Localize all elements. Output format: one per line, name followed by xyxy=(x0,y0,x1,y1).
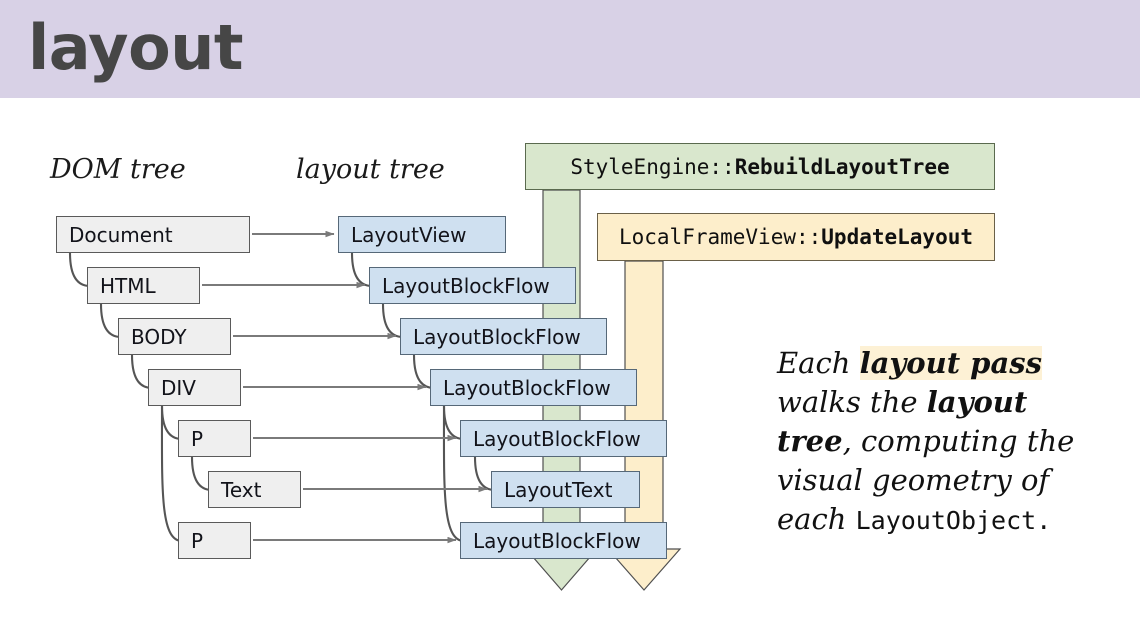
layout-node-label: LayoutBlockFlow xyxy=(473,426,641,451)
dom-node-p-2[interactable]: P xyxy=(178,522,251,559)
dom-node-label: BODY xyxy=(131,324,187,349)
layout-node-label: LayoutView xyxy=(351,222,467,247)
header-band xyxy=(0,0,1140,98)
prose-part-2: walks the xyxy=(777,385,927,419)
dom-node-label: P xyxy=(191,528,204,553)
layout-node-label: LayoutBlockFlow xyxy=(382,273,550,298)
callout-prefix: StyleEngine:: xyxy=(570,154,735,179)
dom-node-html[interactable]: HTML xyxy=(87,267,200,304)
layout-node-blockflow-4[interactable]: LayoutBlockFlow xyxy=(460,420,667,457)
dom-node-label: Text xyxy=(221,477,262,502)
prose-mono-layoutobject: LayoutObject. xyxy=(855,506,1052,535)
dom-node-text[interactable]: Text xyxy=(208,471,301,508)
layout-node-blockflow-1[interactable]: LayoutBlockFlow xyxy=(369,267,576,304)
page-title: layout xyxy=(28,11,243,84)
layout-node-layouttext[interactable]: LayoutText xyxy=(491,471,640,508)
dom-node-label: HTML xyxy=(100,273,156,298)
layout-node-blockflow-5[interactable]: LayoutBlockFlow xyxy=(460,522,667,559)
prose-highlight-layout-pass: layout pass xyxy=(859,346,1042,380)
dom-node-div[interactable]: DIV xyxy=(148,369,241,406)
prose-strong-layout-tree: layout tree xyxy=(777,385,1028,458)
layout-tree-label: layout tree xyxy=(296,154,445,185)
layout-node-label: LayoutBlockFlow xyxy=(413,324,581,349)
dom-node-p-1[interactable]: P xyxy=(178,420,251,457)
callout-method: RebuildLayoutTree xyxy=(734,154,950,179)
callout-method: UpdateLayout xyxy=(821,225,973,249)
layout-node-blockflow-2[interactable]: LayoutBlockFlow xyxy=(400,318,607,355)
dom-node-label: P xyxy=(191,426,204,451)
callout-update-layout[interactable]: LocalFrameView::UpdateLayout xyxy=(597,213,995,261)
diagram-canvas: DOM tree layout tree Document HTML BODY … xyxy=(0,98,1140,632)
dom-node-label: Document xyxy=(69,222,173,247)
prose-part-3: , computing the visual geometry of each xyxy=(777,424,1075,536)
description-text: Each layout pass walks the layout tree, … xyxy=(777,344,1107,540)
layout-node-blockflow-3[interactable]: LayoutBlockFlow xyxy=(430,369,637,406)
callout-rebuild-layout-tree[interactable]: StyleEngine::RebuildLayoutTree xyxy=(525,143,995,190)
prose-part-1: Each xyxy=(777,346,860,380)
layout-node-label: LayoutBlockFlow xyxy=(473,528,641,553)
callout-prefix: LocalFrameView:: xyxy=(618,225,822,249)
layout-node-layoutview[interactable]: LayoutView xyxy=(338,216,506,253)
dom-to-layout-connectors xyxy=(202,230,488,544)
layout-node-label: LayoutText xyxy=(504,477,613,502)
dom-node-document[interactable]: Document xyxy=(56,216,250,253)
dom-node-label: DIV xyxy=(161,375,196,400)
layout-node-label: LayoutBlockFlow xyxy=(443,375,611,400)
dom-tree-label: DOM tree xyxy=(50,154,186,185)
dom-node-body[interactable]: BODY xyxy=(118,318,231,355)
